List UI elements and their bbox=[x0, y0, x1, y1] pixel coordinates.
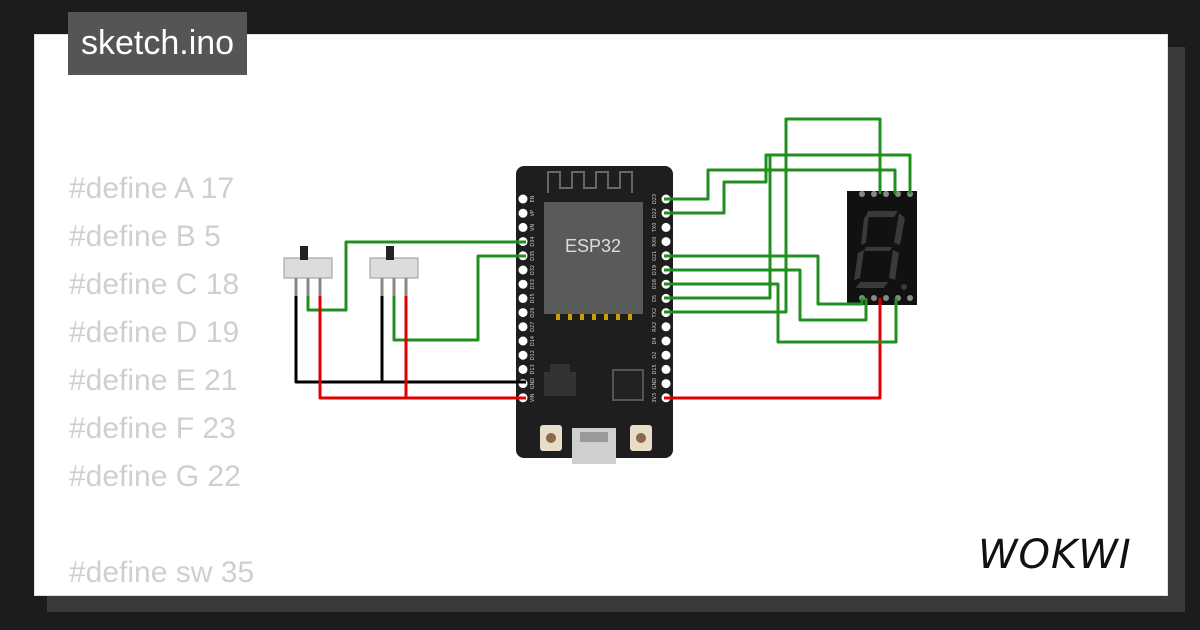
pin-label: D27 bbox=[530, 322, 536, 332]
pin-d25[interactable] bbox=[518, 293, 528, 303]
slide-switch-1[interactable] bbox=[283, 246, 333, 296]
wires bbox=[294, 117, 912, 400]
pin-label: D22 bbox=[652, 208, 658, 218]
wire-seg-a bbox=[664, 117, 882, 314]
pin-label: D21 bbox=[652, 251, 658, 261]
pin-d12[interactable] bbox=[518, 350, 528, 360]
pin-gnd[interactable] bbox=[661, 379, 671, 389]
pin-label: 3V3 bbox=[652, 393, 658, 403]
pin-label: D15 bbox=[652, 364, 658, 374]
pin-label: D18 bbox=[652, 279, 658, 289]
pin-label: VN bbox=[530, 224, 536, 231]
pin-d26[interactable] bbox=[518, 308, 528, 318]
pin-label: RX0 bbox=[652, 237, 658, 247]
code-line: #define A 17 bbox=[69, 172, 235, 205]
code-line: #define F 23 bbox=[69, 412, 236, 445]
svg-text:WOKWI: WOKWI bbox=[978, 532, 1132, 578]
pin-label: VP bbox=[530, 210, 536, 216]
pin-d27[interactable] bbox=[518, 322, 528, 332]
wire-sw1-gnd bbox=[294, 296, 526, 384]
pin-label: D13 bbox=[530, 364, 536, 374]
pin-label: EN bbox=[530, 195, 536, 202]
pin-vn[interactable] bbox=[518, 222, 528, 232]
wire-seg-f bbox=[664, 168, 897, 201]
code-line: #define C 18 bbox=[69, 268, 240, 301]
segment-digit bbox=[854, 211, 907, 290]
pin-label: D26 bbox=[530, 307, 536, 317]
pin-en[interactable] bbox=[518, 194, 528, 204]
esp32-board[interactable]: ESP32 ENVPVND34D35D32D33D25D26D27D14D12D… bbox=[516, 166, 673, 464]
wire-sw2-signal bbox=[392, 254, 526, 342]
wire-seg-d bbox=[664, 268, 868, 322]
pin-label: TX2 bbox=[652, 308, 658, 319]
pin-label: D12 bbox=[530, 350, 536, 360]
pin-label: TX0 bbox=[652, 223, 658, 234]
code-line: #define B 5 bbox=[69, 220, 221, 253]
pin-label: VIN bbox=[530, 393, 536, 402]
wire-seg-b bbox=[664, 155, 772, 300]
seven-segment-display[interactable] bbox=[847, 191, 917, 305]
pin-label: D35 bbox=[530, 251, 536, 261]
pin-d2[interactable] bbox=[661, 350, 671, 360]
pin-label: D19 bbox=[652, 265, 658, 275]
pin-label: RX2 bbox=[652, 322, 658, 332]
code-line: #define D 19 bbox=[69, 316, 240, 349]
pin-d14[interactable] bbox=[518, 336, 528, 346]
code-preview: #define A 17 #define B 5 #define C 18 #defi… bbox=[69, 165, 271, 595]
pin-gnd[interactable] bbox=[518, 379, 528, 389]
pin-label: D5 bbox=[652, 295, 658, 302]
code-line: #define E 21 bbox=[69, 364, 238, 397]
pin-d4[interactable] bbox=[661, 336, 671, 346]
slide-switch-2[interactable] bbox=[369, 246, 419, 296]
pin-label: D25 bbox=[530, 293, 536, 303]
pin-label: GND bbox=[530, 378, 536, 390]
wire-display-common bbox=[664, 298, 882, 400]
pin-label: D2 bbox=[652, 352, 658, 359]
pin-label: D34 bbox=[530, 236, 536, 246]
pin-label: D32 bbox=[530, 265, 536, 275]
wire-sw1-vcc bbox=[318, 296, 526, 400]
pin-label: GND bbox=[652, 378, 658, 390]
pin-d13[interactable] bbox=[518, 364, 528, 374]
pin-vp[interactable] bbox=[518, 208, 528, 218]
pin-d15[interactable] bbox=[661, 364, 671, 374]
esp32-label: ESP32 bbox=[565, 236, 621, 256]
pin-label: D23 bbox=[652, 194, 658, 204]
pin-label: D14 bbox=[530, 336, 536, 346]
wire-seg-g bbox=[664, 153, 912, 215]
wire-seg-e bbox=[664, 254, 864, 306]
wire-seg-c bbox=[664, 282, 898, 344]
wire-sw1-signal bbox=[306, 240, 526, 312]
pin-label: D4 bbox=[652, 337, 658, 344]
code-line: #define sw 35 bbox=[69, 556, 255, 589]
pin-tx0[interactable] bbox=[661, 222, 671, 232]
wokwi-logo: WOKWI bbox=[978, 532, 1132, 578]
esp32-chip bbox=[544, 202, 643, 314]
pin-label: D33 bbox=[530, 279, 536, 289]
pin-rx2[interactable] bbox=[661, 322, 671, 332]
pin-d32[interactable] bbox=[518, 265, 528, 275]
pin-d33[interactable] bbox=[518, 279, 528, 289]
pin-rx0[interactable] bbox=[661, 237, 671, 247]
code-line: #define G 22 bbox=[69, 460, 241, 493]
file-title: sketch.ino bbox=[68, 12, 248, 75]
